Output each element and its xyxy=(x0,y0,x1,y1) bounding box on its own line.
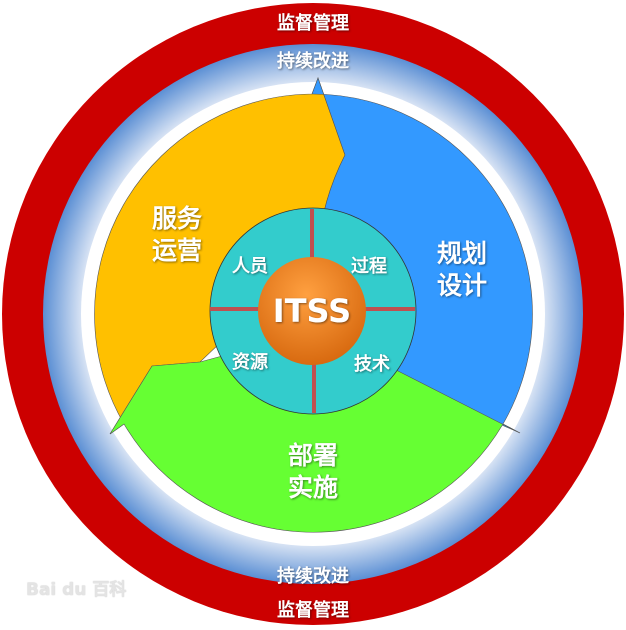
segment-label-deployment: 部署 实施 xyxy=(288,440,338,504)
itss-label: ITSS xyxy=(272,292,352,330)
quadrant-process: 过程 xyxy=(351,256,387,277)
segment-deployment xyxy=(109,329,521,533)
outer-ring-bottom-label: 监督管理 xyxy=(277,600,349,621)
segment-label-service-operation: 服务 运营 xyxy=(152,203,202,267)
quadrant-people: 人员 xyxy=(232,256,268,277)
outer-ring-top-label: 监督管理 xyxy=(277,13,349,34)
segment-label-line: 规划 xyxy=(436,239,488,268)
segment-label-line: 设计 xyxy=(436,271,488,300)
quadrant-technology: 技术 xyxy=(354,354,390,375)
itss-center xyxy=(258,257,366,365)
segment-label-line: 部署 xyxy=(287,441,339,470)
baidu-watermark: Bai du 百科 xyxy=(26,580,127,600)
segment-label-line: 运营 xyxy=(151,236,203,265)
inner-ring-bottom-label: 持续改进 xyxy=(277,566,349,587)
segment-label-planning-design: 规划 设计 xyxy=(437,238,487,302)
segment-label-line: 实施 xyxy=(287,473,339,502)
inner-ring-top-label: 持续改进 xyxy=(277,51,349,72)
segment-label-line: 服务 xyxy=(151,204,203,233)
quadrant-resources: 资源 xyxy=(232,352,268,373)
